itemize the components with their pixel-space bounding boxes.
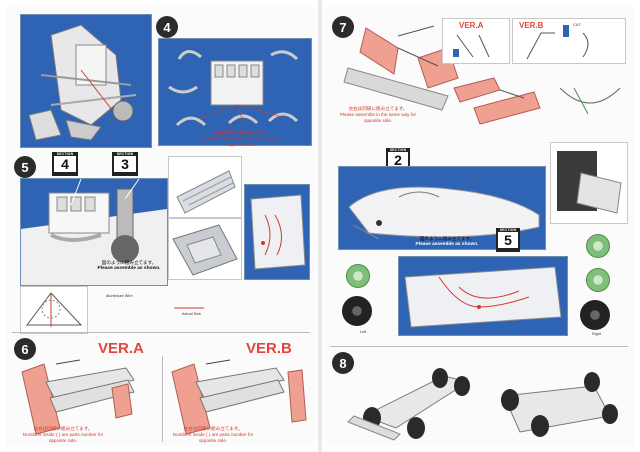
step-7-red-note-jp: 左右は同様に組み立てます。	[348, 106, 408, 111]
step-6b-note-en: Numbers inside ( ) are parts number for …	[172, 432, 254, 443]
exhaust-parts-drawing	[168, 50, 299, 127]
left-label: Left	[360, 330, 367, 334]
step-4-note-jp: 左右は同様に組み立てます。	[212, 130, 272, 135]
step-7-ver-b-panel: VER.B CUT	[512, 18, 626, 64]
step-5-note-jp: 図のように組み立てます。	[101, 260, 157, 265]
front-wing-ver-a-drawing	[21, 359, 135, 435]
chassis-body-drawing	[348, 186, 540, 240]
section-tag-3: SECTION 3	[112, 152, 138, 176]
step-4-exhaust-photo	[158, 38, 312, 146]
step-7-floor-parts-drawing	[453, 77, 541, 125]
actual-size-label: Actual Size	[182, 312, 201, 316]
step-6-number: 6	[14, 338, 36, 360]
step-7-ver-b: VER.B	[519, 21, 544, 30]
section-tag-number: 5	[498, 232, 518, 248]
step-6a-note-en: Numbers inside ( ) are parts number for …	[22, 432, 104, 443]
front-suspension-drawing	[28, 24, 137, 141]
undertray-drawing	[404, 266, 562, 328]
step-7-note-jp: 図のように組み立てます。	[419, 236, 475, 241]
step-7-side-detail-panel	[550, 142, 628, 224]
section-tag-label: SECTION	[389, 148, 407, 152]
step-6-divider	[162, 356, 163, 442]
front-right-tire	[586, 234, 610, 258]
rear-left-tire	[342, 296, 372, 326]
section-tag-label: SECTION	[499, 228, 517, 232]
detail-floor-panel	[168, 218, 242, 280]
right-label: Right	[592, 332, 601, 336]
ver-a-stay-drawing	[453, 34, 490, 58]
wire-detail-drawing	[26, 292, 83, 327]
section-tag-label: SECTION	[116, 152, 134, 156]
floor-drawing	[172, 224, 238, 276]
step-5-number: 5	[14, 156, 36, 178]
page-gutter	[318, 0, 322, 452]
step-5-note-en: Please assemble as shown.	[97, 266, 161, 271]
left-page: 4 左右は同様に組み立てます。 Please assemble in the s…	[6, 6, 316, 446]
left-divider	[12, 332, 310, 333]
aluminium-wire-label: Aluminium Wire	[106, 294, 133, 298]
step-7-undertray-photo	[398, 256, 568, 336]
right-page: 7 左右は同様に組み立てます。 Please assemble in the s…	[324, 6, 634, 446]
actual-size-line	[174, 307, 204, 309]
wire-detail-panel	[20, 286, 88, 334]
step-6-ver-a: VER.A	[98, 340, 144, 357]
step-6a-note-jp: 左右は同様に組み立てます。	[33, 426, 93, 431]
step-6-ver-b: VER.B	[246, 340, 292, 357]
step-7-red-note-en: Please assemble in the same way for oppo…	[339, 112, 417, 123]
step-7-ver-a-panel: VER.A	[442, 18, 510, 64]
front-suspension-photo	[20, 14, 152, 148]
right-divider	[330, 346, 628, 347]
detail-diffuser-panel	[168, 156, 242, 218]
finished-car-front-view	[347, 368, 470, 441]
step-6b-note-jp: 左右は同様に組み立てます。	[183, 426, 243, 431]
ver-b-stay-drawing	[526, 25, 589, 60]
front-left-tire	[346, 264, 370, 288]
section-tag-number: 3	[114, 156, 136, 172]
section-tag-label: SECTION	[56, 152, 74, 156]
section-tag-5: SECTION 5	[496, 228, 520, 252]
section-tag-number: 2	[388, 152, 408, 168]
rear-right-tire	[580, 300, 610, 330]
step-5-engine-photo	[20, 178, 168, 286]
step-4-number: 4	[156, 16, 178, 38]
step-4-note-en: Please assemble in the same way for oppo…	[203, 136, 281, 147]
front-wing-ver-b-drawing	[171, 359, 307, 435]
step-7-number: 7	[332, 16, 354, 38]
step-5-rear-photo	[244, 184, 310, 280]
section-tag-number: 4	[54, 156, 76, 172]
step-8-number: 8	[332, 352, 354, 374]
step-7-ver-a: VER.A	[459, 21, 484, 30]
section-tag-4: SECTION 4	[52, 152, 78, 176]
finished-car-rear-view	[501, 372, 618, 437]
rear-wing-drawing	[250, 194, 306, 270]
step-7-wire-drawing	[559, 87, 621, 115]
cut-label: CUT	[573, 23, 581, 27]
front-right-tire-2	[586, 268, 610, 292]
engine-assembly-drawing	[21, 179, 167, 285]
diffuser-drawing	[176, 170, 236, 214]
step-7-note-en: Please assemble as shown.	[415, 242, 479, 247]
side-detail-drawing	[557, 151, 622, 214]
